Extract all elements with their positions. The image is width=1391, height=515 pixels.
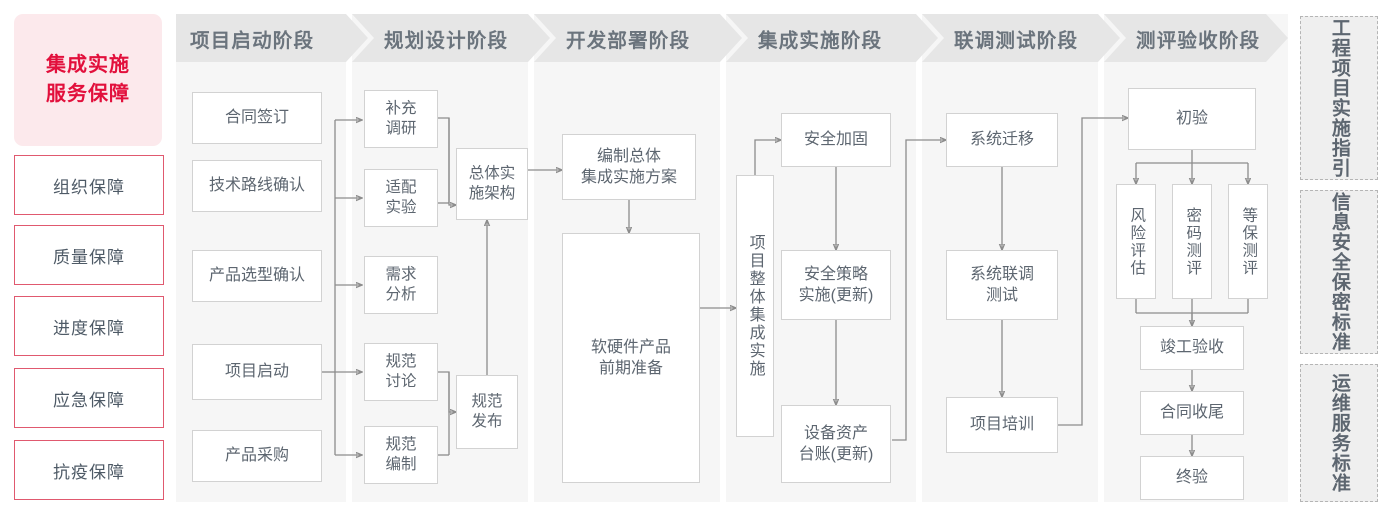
node-label-line1: 安全策略: [803, 265, 868, 283]
node-label-line1: 补充: [385, 99, 417, 117]
node-spec-discussion[interactable]: 规范 讨论: [364, 343, 438, 401]
node-label: 项目启动: [224, 363, 289, 381]
node-project-kickoff[interactable]: 项目启动: [192, 344, 322, 400]
node-label-line1: 规范: [385, 352, 417, 370]
node-label-line1: 系统联调: [969, 265, 1034, 283]
phase-header-label: 集成实施阶段: [758, 29, 883, 52]
node-label-line2: 发布: [471, 413, 503, 430]
node-overall-implementation-architecture[interactable]: 总体实 施架构: [456, 148, 528, 220]
node-label-line1: 适配: [385, 178, 417, 196]
node-label: 项目培训: [969, 416, 1034, 434]
node-label: 终验: [1175, 469, 1208, 487]
node-label: 系统迁移: [969, 131, 1034, 149]
node-label-line2: 编制: [385, 456, 417, 473]
node-supplementary-research[interactable]: 补充 调研: [364, 90, 438, 148]
node-final-acceptance[interactable]: 终验: [1140, 456, 1244, 500]
guarantee-item-label: 质量保障: [53, 247, 125, 267]
node-risk-assessment[interactable]: 风险评估: [1116, 184, 1156, 299]
standard-engineering-project-implementation-guide[interactable]: 工程项目实施指引: [1300, 16, 1378, 180]
phase-header-planning[interactable]: 规划设计阶段: [352, 14, 550, 62]
node-label: 风险评估: [1128, 206, 1146, 277]
node-product-procurement[interactable]: 产品采购: [192, 430, 322, 482]
node-system-migration[interactable]: 系统迁移: [946, 113, 1058, 167]
node-equipment-asset-ledger[interactable]: 设备资产 台账(更新): [781, 405, 891, 483]
phase-header-label: 项目启动阶段: [190, 29, 315, 52]
node-cryptography-evaluation[interactable]: 密码测评: [1172, 184, 1212, 299]
node-spec-release[interactable]: 规范 发布: [456, 375, 518, 449]
phase-header-integrate[interactable]: 集成实施阶段: [726, 14, 938, 62]
guarantee-item-label: 抗疫保障: [53, 462, 125, 482]
guarantee-item-label: 进度保障: [53, 318, 125, 338]
node-completion-acceptance[interactable]: 竣工验收: [1140, 326, 1244, 370]
node-label: 合同收尾: [1159, 404, 1224, 422]
node-system-joint-test[interactable]: 系统联调 测试: [946, 250, 1058, 320]
node-preliminary-acceptance[interactable]: 初验: [1128, 88, 1256, 150]
node-project-training[interactable]: 项目培训: [946, 397, 1058, 453]
node-label-line2: 前期准备: [598, 360, 663, 377]
guarantee-item-label: 组织保障: [53, 177, 125, 197]
node-spec-drafting[interactable]: 规范 编制: [364, 426, 438, 484]
node-label-line1: 总体实: [468, 164, 516, 182]
standard-label: 信息安全保密标准: [1328, 192, 1350, 352]
guarantee-title-line1: 集成实施: [46, 54, 130, 76]
phase-header-develop[interactable]: 开发部署阶段: [534, 14, 742, 62]
guarantee-item-emergency[interactable]: 应急保障: [14, 368, 164, 428]
node-label-line1: 规范: [471, 392, 503, 410]
node-requirement-analysis[interactable]: 需求 分析: [364, 256, 438, 314]
phase-header-label: 规划设计阶段: [384, 29, 509, 52]
node-tech-route-confirm[interactable]: 技术路线确认: [192, 160, 322, 212]
node-label: 初验: [1175, 110, 1208, 128]
phase-header-accept[interactable]: 测评验收阶段: [1104, 14, 1288, 62]
node-label: 项目整体集成实施: [746, 234, 764, 378]
node-label: 技术路线确认: [208, 177, 305, 195]
node-label-line1: 需求: [385, 265, 417, 283]
node-label-line2: 测试: [985, 287, 1018, 304]
standard-information-security-confidentiality[interactable]: 信息安全保密标准: [1300, 190, 1378, 354]
phase-header-startup[interactable]: 项目启动阶段: [176, 14, 368, 62]
guarantee-item-organization[interactable]: 组织保障: [14, 155, 164, 215]
standard-operations-service[interactable]: 运维服务标准: [1300, 364, 1378, 502]
node-mlps-evaluation[interactable]: 等保测评: [1228, 184, 1268, 299]
node-product-selection-confirm[interactable]: 产品选型确认: [192, 250, 322, 302]
node-label: 产品选型确认: [208, 267, 305, 285]
node-label-line2: 讨论: [385, 373, 417, 390]
standard-label: 运维服务标准: [1328, 373, 1350, 493]
guarantee-item-epidemic[interactable]: 抗疫保障: [14, 440, 164, 500]
phase-header-label: 开发部署阶段: [566, 29, 691, 52]
guarantee-title-line2: 服务保障: [46, 83, 130, 105]
node-security-policy-implementation[interactable]: 安全策略 实施(更新): [781, 250, 891, 320]
node-contract-closeout[interactable]: 合同收尾: [1140, 391, 1244, 435]
standard-label: 工程项目实施指引: [1328, 18, 1350, 178]
node-adaptation-experiment[interactable]: 适配 实验: [364, 169, 438, 227]
node-overall-project-integration[interactable]: 项目整体集成实施: [736, 175, 774, 437]
node-label-line2: 集成实施方案: [580, 169, 677, 186]
phase-header-jointtest[interactable]: 联调测试阶段: [922, 14, 1120, 62]
phase-header-label: 联调测试阶段: [954, 29, 1079, 52]
node-label-line1: 设备资产: [803, 424, 868, 442]
node-label-line1: 软硬件产品: [590, 338, 671, 356]
phase-header-label: 测评验收阶段: [1136, 29, 1261, 52]
node-label-line2: 分析: [385, 286, 417, 303]
node-overall-integration-plan-drafting[interactable]: 编制总体 集成实施方案: [562, 134, 696, 200]
node-label-line1: 编制总体: [596, 147, 661, 165]
node-security-hardening[interactable]: 安全加固: [781, 113, 891, 167]
node-label-line2: 台账(更新): [798, 446, 874, 463]
node-label: 竣工验收: [1159, 339, 1224, 357]
node-hardware-software-preparation[interactable]: 软硬件产品 前期准备: [562, 233, 700, 483]
node-label: 等保测评: [1240, 206, 1258, 277]
node-label: 密码测评: [1184, 206, 1202, 277]
guarantee-item-schedule[interactable]: 进度保障: [14, 296, 164, 356]
node-label: 产品采购: [224, 447, 289, 465]
node-label-line2: 实施(更新): [798, 287, 874, 304]
node-label: 合同签订: [224, 109, 289, 127]
guarantee-item-label: 应急保障: [53, 390, 125, 410]
node-label-line2: 施架构: [468, 185, 516, 202]
node-label: 安全加固: [803, 131, 868, 149]
node-contract-signing[interactable]: 合同签订: [192, 92, 322, 144]
node-label-line1: 规范: [385, 435, 417, 453]
node-label-line2: 实验: [385, 199, 417, 216]
guarantee-item-quality[interactable]: 质量保障: [14, 225, 164, 285]
node-label-line2: 调研: [385, 120, 417, 137]
guarantee-title-card: 集成实施 服务保障: [14, 14, 162, 146]
